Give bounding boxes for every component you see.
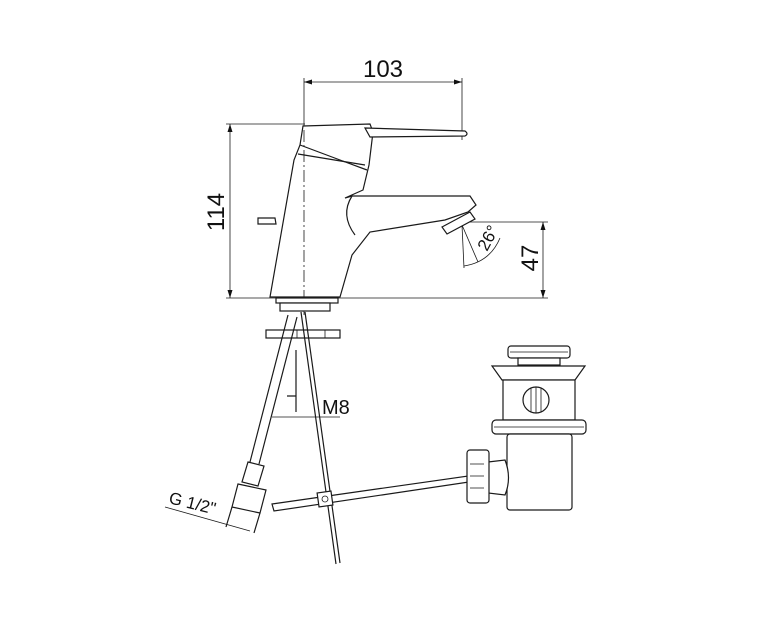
faucet-base (265, 297, 341, 339)
drain-lever-rod (271, 475, 470, 512)
rod-thread-label: M8 (322, 397, 350, 419)
rod-clamp (316, 490, 334, 508)
lever-handle (363, 127, 468, 138)
height-dimension: 114 (203, 123, 548, 299)
spout-angle-dimension: 26° (461, 222, 503, 269)
pop-up-drain (466, 345, 587, 511)
hose-connection-label: G 1/2" (167, 488, 218, 518)
pop-up-rod (287, 311, 341, 565)
pop-up-knob (257, 217, 277, 225)
faucet-body (257, 123, 477, 300)
spout-height-dimension: 47 (462, 221, 548, 298)
spout-angle-label: 26° (474, 222, 503, 254)
flexible-hose (225, 314, 298, 534)
spout-height-label: 47 (517, 245, 544, 272)
aerator (441, 211, 476, 235)
width-label: 103 (363, 56, 403, 83)
height-label: 114 (203, 193, 230, 231)
m8-dimension: M8 (272, 397, 350, 419)
drain-nut (466, 449, 490, 504)
